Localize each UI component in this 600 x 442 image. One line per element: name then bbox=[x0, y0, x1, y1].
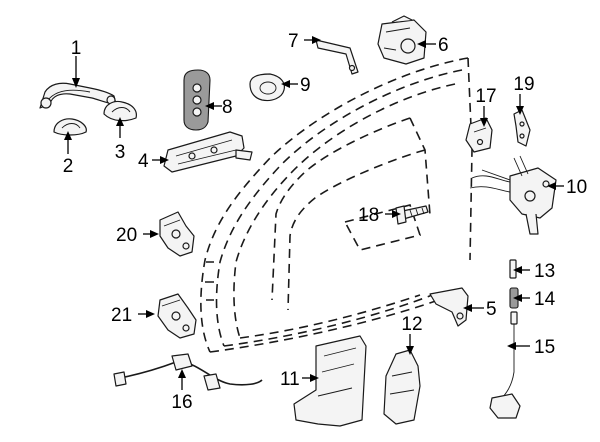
part-19-bracket bbox=[513, 109, 531, 147]
callout-19: 19 bbox=[513, 74, 534, 95]
callout-21: 21 bbox=[111, 305, 132, 326]
part-5-rod-guide bbox=[429, 287, 469, 327]
callout-11: 11 bbox=[280, 369, 300, 390]
callout-13: 13 bbox=[534, 261, 555, 282]
part-16-release-cable bbox=[113, 353, 263, 391]
leader-lines bbox=[64, 36, 564, 390]
part-18-screw bbox=[395, 205, 429, 225]
callout-9: 9 bbox=[300, 75, 311, 96]
callout-14: 14 bbox=[534, 289, 556, 310]
callout-7: 7 bbox=[288, 31, 299, 52]
part-1-grab-handle bbox=[39, 82, 117, 109]
part-15-lock-rod bbox=[489, 311, 521, 419]
callout-6: 6 bbox=[438, 35, 449, 56]
part-10-door-latch bbox=[469, 155, 557, 235]
callout-8: 8 bbox=[222, 97, 233, 118]
part-9-lock-cylinder bbox=[249, 73, 285, 102]
callout-17: 17 bbox=[475, 86, 496, 107]
part-2-handle-cap bbox=[53, 118, 87, 136]
callout-2: 2 bbox=[63, 156, 74, 177]
part-4-handle-carrier bbox=[163, 131, 253, 173]
callout-15: 15 bbox=[534, 337, 555, 358]
part-6-lock-actuator bbox=[377, 15, 427, 65]
callout-labels: 1 2 3 4 5 6 7 8 9 10 11 12 13 14 15 16 1… bbox=[63, 31, 587, 413]
part-17-bracket bbox=[465, 117, 493, 153]
callout-1: 1 bbox=[71, 38, 82, 59]
callout-16: 16 bbox=[171, 392, 192, 413]
part-20-door-hinge-upper bbox=[159, 211, 195, 257]
callout-3: 3 bbox=[115, 142, 126, 163]
callout-4: 4 bbox=[138, 151, 149, 172]
callout-20: 20 bbox=[116, 225, 137, 246]
part-7-rod-bracket bbox=[315, 39, 359, 75]
callout-5: 5 bbox=[486, 299, 497, 320]
callout-10: 10 bbox=[566, 177, 587, 198]
callout-18: 18 bbox=[358, 205, 379, 226]
callout-12: 12 bbox=[401, 314, 422, 335]
part-11-door-module-panel bbox=[293, 335, 367, 427]
part-8-key-fob bbox=[183, 69, 211, 131]
door-frame-outline bbox=[200, 57, 473, 353]
part-21-door-hinge-lower bbox=[157, 293, 197, 339]
part-12-latch-cover bbox=[383, 349, 421, 425]
part-13-rod-clip bbox=[509, 259, 517, 279]
